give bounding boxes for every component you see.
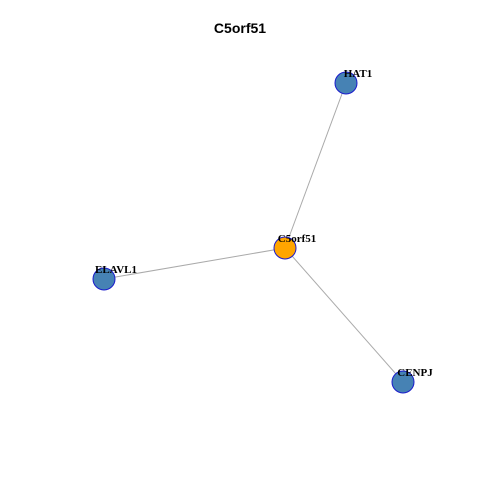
- edge-c5orf51-hat1: [284, 82, 347, 249]
- edges-layer: [103, 82, 404, 383]
- node-label-cenpj: CENPJ: [397, 367, 433, 379]
- edge-c5orf51-elavl1: [103, 247, 286, 280]
- node-hat1: [334, 71, 358, 95]
- graph-title: C5orf51: [213, 20, 267, 36]
- node-label-hat1: HAT1: [344, 68, 373, 80]
- edge-c5orf51-cenpj: [284, 247, 404, 383]
- node-label-elavl1: ELAVL1: [95, 264, 137, 276]
- node-cenpj: [391, 370, 415, 394]
- node-elavl1: [92, 267, 116, 291]
- nodes-layer: [92, 71, 415, 394]
- node-c5orf51: [273, 236, 297, 260]
- node-label-c5orf51: C5orf51: [278, 233, 317, 245]
